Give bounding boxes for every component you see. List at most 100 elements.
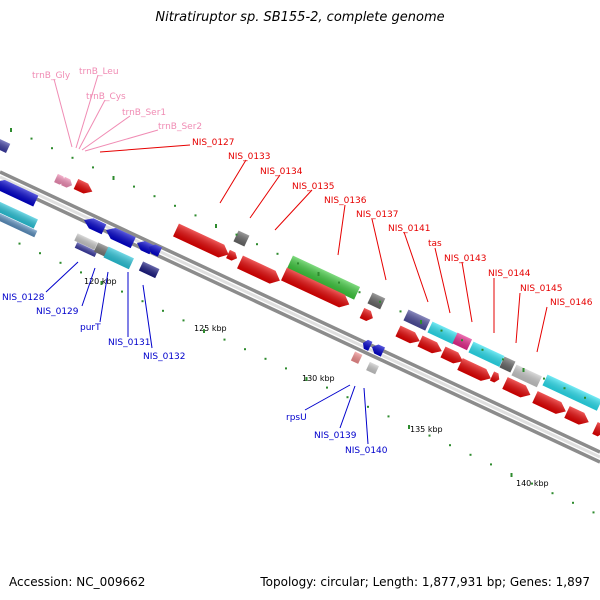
scale-label-130: 130 kbp xyxy=(302,374,335,383)
gene-block-nis0140b[interactable] xyxy=(366,361,379,375)
gene-label-tas: tas xyxy=(428,239,442,249)
gene-features xyxy=(0,135,600,438)
tick-mark xyxy=(420,320,422,324)
gene-block-left-3[interactable] xyxy=(0,200,38,229)
tick-mark xyxy=(326,386,328,389)
tick-mark xyxy=(379,300,381,303)
backbone-line-outer xyxy=(0,170,600,454)
gene-block-f8[interactable] xyxy=(564,406,591,428)
tick-mark xyxy=(449,444,451,447)
gene-block-nis0141[interactable] xyxy=(403,309,431,331)
gene-block-nis0137[interactable] xyxy=(367,292,386,310)
tick-mark xyxy=(276,252,279,255)
gene-block-f5[interactable] xyxy=(489,371,501,383)
gene-block-f4[interactable] xyxy=(457,358,493,384)
kbp-ticks xyxy=(10,128,595,514)
gene-label-nis0134: NIS_0134 xyxy=(260,167,303,177)
gene-block-left-1[interactable] xyxy=(0,135,11,153)
gene-block-nis0133[interactable] xyxy=(233,230,250,247)
tick-mark xyxy=(194,214,197,217)
gene-label-nis0140: NIS_0140 xyxy=(345,446,388,456)
gene-block-nis0134[interactable] xyxy=(226,249,239,262)
gene-block-nis0127-small[interactable] xyxy=(73,179,95,197)
tick-mark xyxy=(174,204,176,207)
gene-label-nis0146: NIS_0146 xyxy=(550,298,593,308)
gene-block-f2[interactable] xyxy=(417,335,444,357)
gene-block-b4[interactable] xyxy=(103,246,134,270)
gene-block-nis0144[interactable] xyxy=(468,341,505,367)
gene-block-left-2[interactable] xyxy=(0,177,39,207)
tick-mark xyxy=(92,166,94,169)
gene-block-nis0136[interactable] xyxy=(281,267,352,311)
tick-mark xyxy=(215,224,217,228)
tick-mark xyxy=(285,367,287,370)
tick-mark xyxy=(100,281,103,285)
tick-mark xyxy=(30,137,33,140)
gene-block-nis0136-green[interactable] xyxy=(287,255,361,300)
tick-mark xyxy=(80,271,82,274)
tick-mark xyxy=(461,339,463,342)
tick-mark xyxy=(182,319,185,322)
scale-label-120: 120 kbp xyxy=(84,277,117,286)
tick-mark xyxy=(399,310,402,313)
scale-label-125: 125 kbp xyxy=(194,324,227,333)
gene-block-nis0137b[interactable] xyxy=(359,308,376,323)
tick-mark xyxy=(358,291,361,294)
trna-label-gly: trnB_Gly xyxy=(32,71,71,81)
trna-label-cys: trnB_Cys xyxy=(86,92,126,102)
gene-block-left-4[interactable] xyxy=(0,211,38,238)
gene-block-nis0146[interactable] xyxy=(511,364,542,388)
reverse-leaders xyxy=(45,261,369,445)
tick-mark xyxy=(563,387,566,390)
gene-block-nis0143[interactable] xyxy=(452,332,473,351)
gene-label-nis0131: NIS_0131 xyxy=(108,338,151,348)
tick-mark xyxy=(162,309,164,312)
tick-mark xyxy=(235,233,238,236)
gene-block-nis0129[interactable] xyxy=(103,225,136,249)
gene-label-rpsu: rpsU xyxy=(286,413,307,423)
tick-mark xyxy=(531,482,533,485)
tick-mark xyxy=(297,262,299,265)
gene-block-f6[interactable] xyxy=(502,377,533,401)
tick-mark xyxy=(440,329,443,332)
gene-block-rpsu[interactable] xyxy=(350,351,363,364)
map-title: Nitratiruptor sp. SB155-2, complete geno… xyxy=(155,10,445,25)
gene-block-nis0145[interactable] xyxy=(499,356,516,373)
tick-mark xyxy=(490,463,492,466)
gene-block-f9[interactable] xyxy=(542,374,600,411)
gene-block-f7[interactable] xyxy=(532,391,568,417)
gene-block-b3[interactable] xyxy=(93,242,109,257)
gene-block-nis0132[interactable] xyxy=(138,261,160,279)
tick-mark xyxy=(121,290,123,293)
gene-block-f10[interactable] xyxy=(592,422,600,438)
gene-label-nis0129: NIS_0129 xyxy=(36,307,79,317)
gene-block-b1[interactable] xyxy=(74,233,98,250)
tick-mark xyxy=(408,425,410,429)
gene-block-tas[interactable] xyxy=(427,321,458,345)
gene-label-nis0145: NIS_0145 xyxy=(520,284,563,294)
tick-mark xyxy=(469,453,472,456)
trna-block-2[interactable] xyxy=(61,176,74,189)
gene-block-nis0135[interactable] xyxy=(237,255,283,287)
tick-mark xyxy=(367,405,369,408)
trna-label-ser2: trnB_Ser2 xyxy=(158,122,202,132)
tick-mark xyxy=(551,492,554,495)
trna-block-1[interactable] xyxy=(54,173,67,186)
gene-block-nis0128[interactable] xyxy=(82,215,107,235)
tick-mark xyxy=(244,348,246,351)
tick-mark xyxy=(141,300,144,303)
gene-label-nis0141: NIS_0141 xyxy=(388,224,431,234)
gene-label-nis0139: NIS_0139 xyxy=(314,431,357,441)
gene-block-nis0139[interactable] xyxy=(361,338,373,351)
gene-block-nis0131[interactable] xyxy=(147,242,162,257)
tick-mark xyxy=(133,185,135,188)
gene-block-f1[interactable] xyxy=(395,325,422,347)
gene-block-nis0127[interactable] xyxy=(173,223,231,261)
gene-block-b2[interactable] xyxy=(74,242,98,258)
gene-block-nis0140[interactable] xyxy=(370,342,385,357)
gene-block-purt[interactable] xyxy=(135,238,154,255)
gene-label-nis0144: NIS_0144 xyxy=(488,269,531,279)
gene-block-f3[interactable] xyxy=(440,346,465,367)
gene-label-purt: purT xyxy=(80,323,101,333)
